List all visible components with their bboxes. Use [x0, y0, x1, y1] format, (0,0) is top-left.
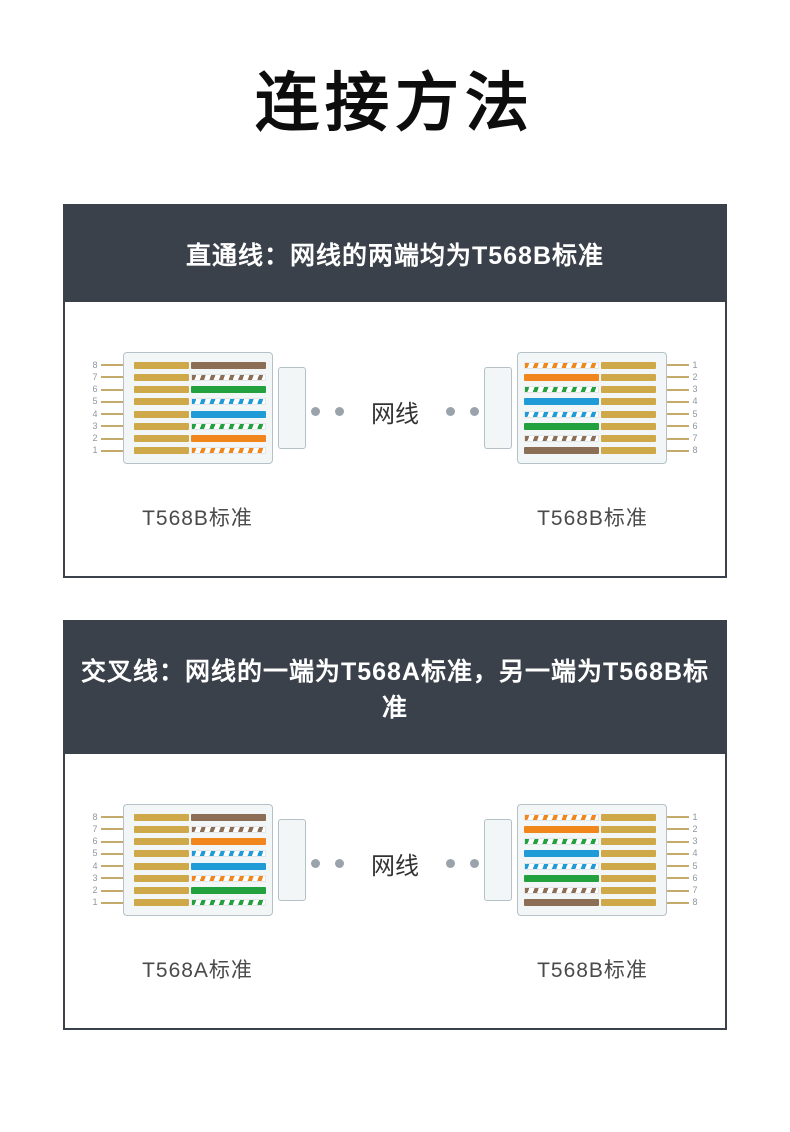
connector-standard-label: T568B标准	[142, 507, 253, 530]
connector-boot	[278, 367, 306, 449]
cable-middle: 网线	[311, 394, 479, 429]
pin-leads	[101, 352, 123, 464]
wire-rows	[524, 814, 656, 906]
cable-middle: 网线	[311, 846, 479, 881]
connector-standard-label: T568B标准	[537, 959, 648, 982]
cable-dot	[311, 407, 320, 416]
pin-leads	[667, 352, 689, 464]
connector-boot	[484, 819, 512, 901]
cable-dot	[446, 859, 455, 868]
cable-dot	[311, 859, 320, 868]
cable-dot	[470, 407, 479, 416]
cable-dot	[446, 407, 455, 416]
connector-standard-label: T568B标准	[537, 507, 648, 530]
connector-boot	[278, 819, 306, 901]
cable-dot	[335, 407, 344, 416]
wire-rows	[524, 362, 656, 454]
page-title: 连接方法	[255, 67, 535, 139]
connector-body	[517, 804, 667, 916]
cable-label: 网线	[371, 853, 419, 880]
pin-leads	[667, 804, 689, 916]
cable-dot	[335, 859, 344, 868]
cable-dot	[470, 859, 479, 868]
cable-label: 网线	[371, 401, 419, 428]
panel-header: 直通线：网线的两端均为T568B标准	[65, 206, 725, 302]
connector-body	[123, 352, 273, 464]
panel-header: 交叉线：网线的一端为T568A标准，另一端为T568B标准	[65, 622, 725, 754]
wire-rows	[134, 814, 266, 906]
connector-standard-label: T568A标准	[142, 959, 253, 982]
connector-body	[123, 804, 273, 916]
wire-rows	[134, 362, 266, 454]
connector-boot	[484, 367, 512, 449]
connector-body	[517, 352, 667, 464]
pin-leads	[101, 804, 123, 916]
